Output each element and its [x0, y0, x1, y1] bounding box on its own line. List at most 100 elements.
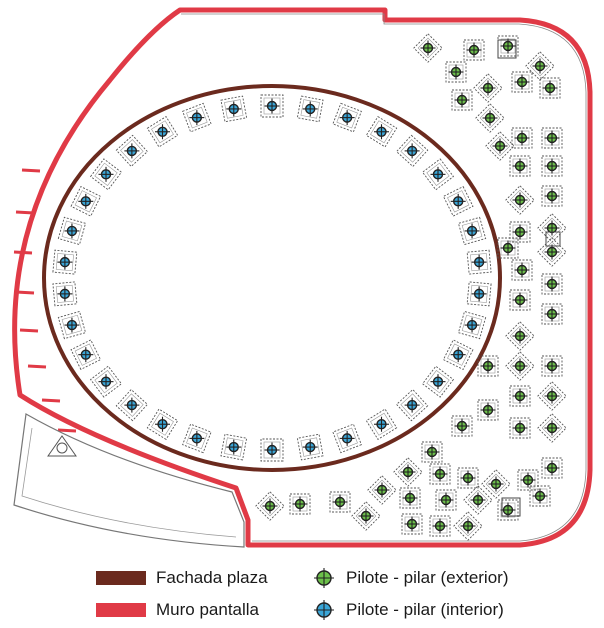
muro-pantalla-outline — [12, 7, 593, 548]
interior-pile — [52, 249, 78, 275]
exterior-pile — [481, 469, 511, 499]
exterior-pile — [473, 73, 503, 103]
interior-pile — [146, 408, 179, 440]
exterior-pile — [497, 499, 519, 521]
interior-pile — [57, 310, 87, 340]
interior-pile — [421, 158, 455, 191]
exterior-pile — [477, 399, 499, 421]
interior-pile — [57, 216, 87, 246]
interior-pile — [365, 408, 398, 440]
triangle-marker-icon — [47, 435, 77, 457]
exterior-pile — [477, 355, 499, 377]
interior-pile — [457, 216, 487, 246]
exterior-pile — [537, 413, 567, 443]
exterior-pile — [463, 39, 485, 61]
exterior-pile — [509, 221, 531, 243]
exterior-pile — [445, 61, 467, 83]
interior-piles — [52, 94, 492, 462]
legend-exterior: Pilote - pilar (exterior) — [312, 566, 509, 590]
square-detail — [497, 39, 517, 59]
buttress — [15, 210, 35, 215]
exterior-pile — [485, 131, 515, 161]
exterior-pile — [537, 237, 567, 267]
exterior-pile — [509, 289, 531, 311]
interior-pile — [89, 365, 123, 398]
exterior-pile — [453, 511, 483, 541]
interior-pile — [442, 185, 474, 217]
interior-pile — [365, 116, 398, 148]
exterior-pile — [509, 155, 531, 177]
exterior-pile — [505, 321, 535, 351]
exterior-pile — [511, 259, 533, 281]
exterior-pile — [463, 485, 493, 515]
interior-pile — [395, 134, 429, 168]
exterior-pile — [525, 51, 555, 81]
exterior-pile — [429, 515, 451, 537]
interior-pile — [89, 158, 123, 191]
square-detail — [545, 231, 561, 247]
buttress — [27, 364, 47, 369]
exterior-pile — [509, 385, 531, 407]
exterior-pile — [457, 467, 479, 489]
exterior-pile — [399, 487, 421, 509]
fachada-swatch — [96, 571, 146, 585]
exterior-pile — [511, 127, 533, 149]
exterior-pile — [539, 77, 561, 99]
interior-pile — [220, 433, 248, 461]
interior-pile — [70, 185, 102, 217]
exterior-pile — [497, 35, 519, 57]
legend-interior: Pilote - pilar (interior) — [312, 598, 504, 622]
foundation-plan — [12, 7, 593, 548]
exterior-pile — [393, 457, 423, 487]
interior-pile — [296, 95, 324, 123]
exterior-pile — [421, 441, 443, 463]
exterior-pile — [401, 513, 423, 535]
square-detail — [501, 497, 521, 517]
exterior-pile — [541, 355, 563, 377]
legend-fachada-label: Fachada plaza — [156, 568, 268, 587]
buttress — [13, 250, 33, 255]
interior-pile — [466, 249, 492, 275]
exterior-piles — [255, 33, 567, 541]
muro-inner-line — [181, 13, 587, 542]
exterior-pile — [505, 185, 535, 215]
interior-pile — [457, 310, 487, 340]
muro-swatch — [96, 603, 146, 617]
interior-pile — [332, 102, 362, 133]
legend-fachada: Fachada plaza — [96, 568, 268, 588]
exterior-pile — [367, 475, 397, 505]
ramp-outline — [13, 413, 245, 548]
interior-pile — [220, 95, 248, 123]
interior-pile — [421, 365, 455, 398]
exterior-pile — [529, 485, 551, 507]
legend-muro: Muro pantalla — [96, 600, 259, 620]
fachada-plaza-ellipse — [42, 84, 502, 472]
crosshair-circle-green-icon — [314, 568, 334, 588]
exterior-pile — [475, 103, 505, 133]
interior-pile — [395, 388, 429, 422]
buttress — [41, 398, 61, 403]
exterior-pile — [509, 417, 531, 439]
exterior-pile — [329, 491, 351, 513]
exterior-pile — [511, 71, 533, 93]
exterior-pile — [429, 463, 451, 485]
exterior-pile — [541, 185, 563, 207]
interior-pile — [115, 388, 149, 422]
interior-pile — [70, 339, 102, 371]
crosshair-circle-blue-icon — [314, 600, 334, 620]
exterior-pile — [289, 493, 311, 515]
interior-pile — [260, 94, 284, 118]
exterior-pile — [541, 155, 563, 177]
exterior-pile — [541, 127, 563, 149]
buttress — [15, 290, 35, 295]
interior-pile — [146, 116, 179, 148]
interior-pile — [182, 102, 212, 133]
interior-pile — [442, 339, 474, 371]
interior-pile — [332, 423, 362, 454]
exterior-pile — [451, 89, 473, 111]
interior-pile — [260, 438, 284, 462]
interior-pile — [115, 134, 149, 168]
exterior-pile — [351, 501, 381, 531]
exterior-pile — [517, 469, 539, 491]
buttress — [19, 328, 39, 333]
